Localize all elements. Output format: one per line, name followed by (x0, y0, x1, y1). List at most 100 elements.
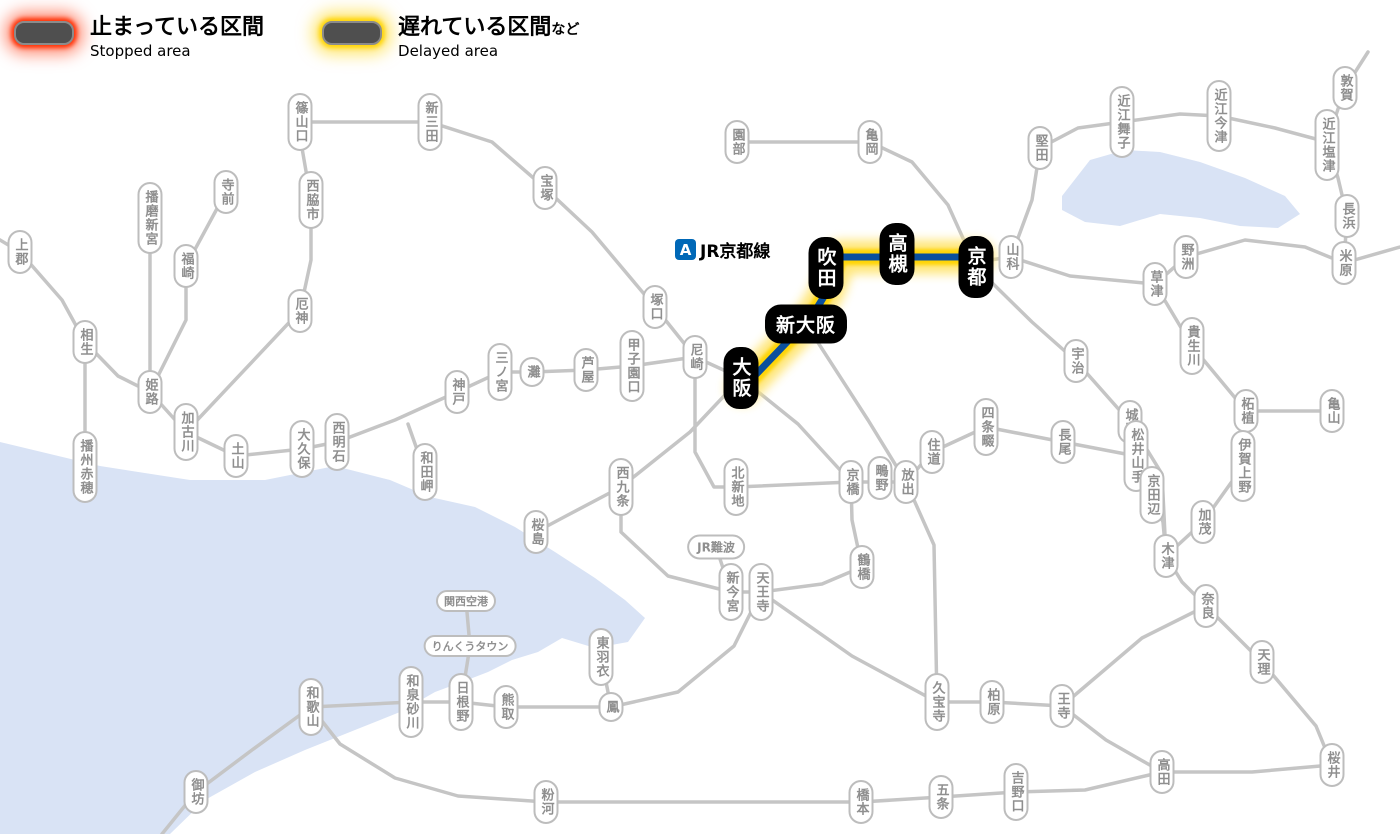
station-pill: 御坊 (183, 770, 209, 814)
legend-delayed-sublabel: Delayed area (398, 41, 499, 60)
station-pill: 篠山口 (287, 93, 313, 151)
legend-delayed: 遅れている区間など Delayed area (322, 14, 579, 60)
station-pill: 姫路 (137, 370, 163, 414)
station-pill: 土山 (223, 434, 249, 478)
station-pill: 西脇市 (298, 171, 324, 229)
station-pill: 大阪 (723, 347, 759, 409)
station-pill: 粉河 (533, 780, 559, 824)
station-pill: 桜井 (1319, 743, 1345, 787)
station-pill: 米原 (1331, 241, 1357, 285)
station-pill: 伊賀上野 (1230, 430, 1256, 502)
station-pill: 住道 (919, 430, 945, 474)
station-pill: 亀岡 (857, 120, 883, 164)
station-pill: 宇治 (1063, 339, 1089, 383)
station-pill: 京橋 (838, 460, 864, 504)
station-pill: 放出 (893, 460, 919, 504)
station-pill: 草津 (1142, 262, 1168, 306)
station-pill: 木津 (1153, 534, 1179, 578)
station-pill: 神戸 (444, 370, 470, 414)
legend-stopped-sublabel: Stopped area (90, 41, 191, 60)
legend-stopped: 止まっている区間 Stopped area (14, 14, 264, 60)
station-pill: 北新地 (723, 458, 749, 516)
station-pill: 熊取 (493, 685, 519, 729)
jr-kyoto-line-label: A JR京都線 (672, 236, 774, 263)
station-pill: 京都 (958, 236, 994, 298)
line-name: JR京都線 (700, 242, 771, 262)
station-pill: 天理 (1249, 640, 1275, 684)
delayed-line-icon (322, 21, 383, 45)
legend-delayed-suffix: など (551, 22, 580, 38)
station-pill: 長浜 (1334, 194, 1360, 238)
station-pill: 東羽衣 (588, 628, 614, 686)
station-pill: 吹田 (808, 237, 844, 299)
legend-stopped-text: 止まっている区間 Stopped area (90, 14, 264, 60)
station-pill: 鴫野 (867, 456, 893, 500)
station-pill: 厄神 (287, 289, 313, 333)
stopped-line-icon (14, 21, 74, 45)
legend-delayed-label: 遅れている区間など (398, 15, 580, 40)
station-pill: 吉野口 (1003, 763, 1029, 821)
station-pill: 播磨新宮 (137, 182, 163, 254)
station-pill: 野洲 (1173, 235, 1199, 279)
station-pill: 加茂 (1190, 500, 1216, 544)
station-pill: 三ノ宮 (487, 343, 513, 401)
legend-delayed-text: 遅れている区間など Delayed area (398, 14, 579, 60)
station-pill: 天王寺 (748, 563, 774, 621)
station-pill: 貴生川 (1179, 317, 1205, 375)
station-pill: 相生 (72, 320, 98, 364)
station-pill: 新大阪 (764, 304, 848, 344)
station-pill: 高槻 (879, 223, 915, 285)
station-pill: 和田岬 (412, 443, 438, 501)
water-osaka-bay (0, 442, 645, 834)
station-pill: 塚口 (642, 285, 668, 329)
station-pill: 和泉砂川 (398, 666, 424, 738)
station-pill: 和歌山 (298, 678, 324, 736)
station-pill: 灘 (519, 357, 545, 387)
station-pill: JR難波 (687, 534, 745, 560)
station-pill: 芦屋 (573, 348, 599, 392)
station-pill: 新三田 (417, 93, 443, 151)
station-pill: 加古川 (173, 403, 199, 461)
station-pill: 近江今津 (1206, 80, 1232, 152)
station-pill: 山科 (998, 235, 1024, 279)
station-pill: 日根野 (448, 673, 474, 731)
station-pill: 甲子園口 (619, 330, 645, 402)
station-pill: 王寺 (1049, 684, 1075, 728)
legend: 止まっている区間 Stopped area 遅れている区間など Delayed … (14, 14, 579, 60)
station-pill: 新今宮 (718, 563, 744, 621)
water-lake-biwa (1062, 150, 1300, 228)
station-pill: りんくうタウン (423, 635, 517, 657)
station-pill: 久宝寺 (924, 673, 950, 731)
station-pill: 亀山 (1319, 389, 1345, 433)
station-pill: 鳳 (598, 692, 624, 722)
station-pill: 柘植 (1233, 389, 1259, 433)
station-pill: 奈良 (1193, 584, 1219, 628)
station-pill: 福崎 (173, 244, 199, 288)
station-pill: 五条 (928, 775, 954, 819)
station-pill: 京田辺 (1139, 466, 1165, 524)
station-pill: 近江舞子 (1109, 86, 1135, 158)
station-pill: 堅田 (1027, 126, 1053, 170)
station-pill: 尼崎 (682, 335, 708, 379)
station-pill: 宝塚 (532, 166, 558, 210)
station-pill: 西九条 (608, 458, 634, 516)
station-pill: 寺前 (213, 170, 239, 214)
station-pill: 園部 (724, 120, 750, 164)
station-pill: 四条畷 (973, 398, 999, 456)
station-pill: 鶴橋 (849, 545, 875, 589)
station-pill: 柏原 (979, 680, 1005, 724)
legend-stopped-label: 止まっている区間 (90, 15, 265, 40)
station-pill: 西明石 (324, 413, 350, 471)
station-pill: 播州赤穂 (72, 431, 98, 503)
station-pill: 近江塩津 (1314, 109, 1340, 181)
station-pill: 上郡 (7, 230, 33, 274)
station-pill: 桜島 (523, 510, 549, 554)
station-pill: 橋本 (848, 780, 874, 824)
line-letter-badge-icon: A (675, 239, 696, 260)
station-pill: 関西空港 (436, 590, 496, 612)
station-pill: 長尾 (1050, 420, 1076, 464)
station-pill: 敦賀 (1332, 66, 1358, 110)
station-pill: 高田 (1149, 750, 1175, 794)
